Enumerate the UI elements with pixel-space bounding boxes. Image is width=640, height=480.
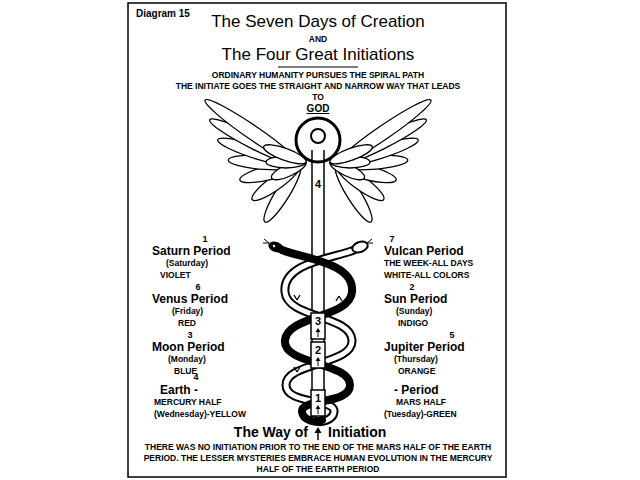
initiation-box — [311, 313, 325, 416]
period-number: 7 — [389, 234, 394, 244]
title-rule — [278, 67, 358, 68]
callout-number: 2 — [315, 344, 321, 356]
period-name: Vulcan Period — [384, 244, 464, 258]
title: The Seven Days of Creation — [211, 12, 425, 32]
day-name: THE WEEK-ALL DAYS — [384, 258, 473, 269]
day-name: (Wednesday)-YELLOW — [154, 409, 246, 420]
goal-word: GOD — [307, 103, 330, 115]
day-name: (Tuesday)-GREEN — [384, 409, 457, 420]
left-wing — [201, 94, 308, 225]
staff — [312, 156, 324, 422]
orb-center — [311, 129, 325, 143]
staff-top — [311, 150, 313, 162]
color-name: ORANGE — [398, 366, 435, 377]
right-wing — [327, 94, 434, 225]
period-name: Jupiter Period — [384, 340, 465, 354]
period-number: 1 — [202, 234, 207, 244]
day-name: (Saturday) — [166, 258, 208, 269]
period-number: 2 — [409, 282, 414, 292]
caption-line: THE INITIATE GOES THE STRAIGHT AND NARRO… — [176, 81, 461, 92]
color-name: VIOLET — [160, 270, 191, 281]
period-number: 3 — [187, 330, 192, 340]
period-name: - Period — [394, 383, 439, 397]
period-name: Venus Period — [152, 292, 228, 306]
day-name: (Friday) — [172, 306, 203, 317]
caption-line: ORDINARY HUMANITY PURSUES THE SPIRAL PAT… — [212, 70, 424, 81]
staff-orb — [296, 118, 340, 162]
diagram-number: Diagram 15 — [136, 8, 190, 20]
callout-number: 1 — [315, 392, 321, 404]
day-name: (Monday) — [168, 354, 206, 365]
period-number: 4 — [193, 372, 198, 382]
way-text: Initiation — [328, 424, 386, 440]
color-name: INDIGO — [398, 318, 428, 329]
frame — [128, 3, 506, 477]
period-name: Moon Period — [152, 340, 225, 354]
period-number: 6 — [195, 282, 200, 292]
footnote: THERE WAS NO INITIATION PRIOR TO THE END… — [138, 442, 498, 475]
period-name: Sun Period — [384, 292, 447, 306]
color-name: RED — [178, 318, 196, 329]
way-text: The Way of — [234, 424, 308, 440]
half-name: MERCURY HALF — [154, 397, 222, 408]
period-number: 5 — [449, 330, 454, 340]
callout-number: 4 — [315, 178, 321, 190]
spiral-arrow — [294, 295, 342, 373]
caption-word: TO — [312, 92, 324, 103]
subtitle: The Four Great Initiations — [222, 45, 415, 65]
staff-top — [323, 150, 325, 162]
callout-number: 3 — [315, 315, 321, 327]
day-name: (Thursday) — [394, 354, 438, 365]
title-conjunction: AND — [309, 34, 327, 45]
half-name: MARS HALF — [396, 397, 446, 408]
period-name: Earth - — [160, 383, 198, 397]
way-arrow — [315, 427, 322, 440]
period-name: Saturn Period — [152, 244, 231, 258]
color-name: WHITE-ALL COLORS — [384, 270, 469, 281]
black-serpent — [263, 239, 352, 422]
day-name: (Sunday) — [396, 306, 432, 317]
